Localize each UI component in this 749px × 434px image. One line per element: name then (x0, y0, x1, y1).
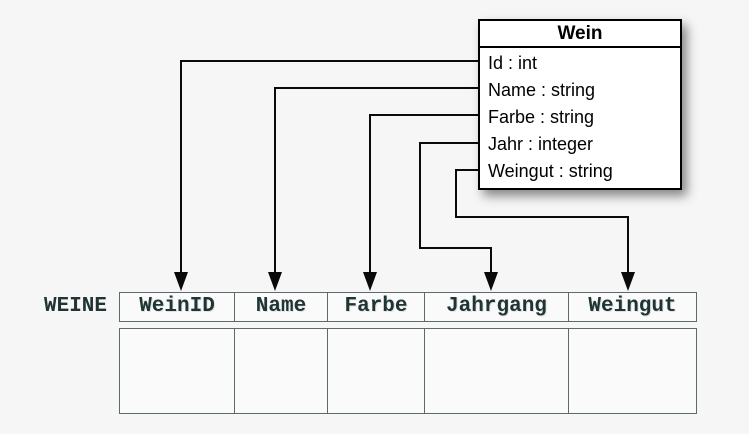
class-attribute-name: Name : string (488, 80, 596, 100)
column-header-weinid: WeinID (139, 295, 215, 318)
class-attribute-id: Id : int (488, 53, 538, 73)
column-header-jahrgang: Jahrgang (424, 293, 568, 321)
table-header-row: WeinID Name Farbe Jahrgang Weingut (119, 292, 697, 322)
class-title: Wein (480, 21, 680, 48)
table-body-row (119, 328, 697, 414)
table-cell-empty (120, 329, 234, 413)
class-attribute-weingut: Weingut : string (488, 161, 613, 181)
column-header-farbe: Farbe (327, 293, 424, 321)
table-cell-empty (327, 329, 424, 413)
connector-name-to-name (268, 87, 500, 291)
table-cell-empty (424, 329, 568, 413)
class-attribute-jahr: Jahr : integer (488, 134, 594, 154)
column-header-name: Name (234, 293, 327, 321)
table-cell-empty (234, 329, 327, 413)
class-attributes: Id : int Name : string Farbe : string Ja… (480, 48, 680, 188)
table-name-label: WEINE (44, 295, 108, 318)
class-box-wein: Wein Id : int Name : string Farbe : stri… (478, 19, 682, 190)
class-attribute-farbe: Farbe : string (488, 107, 595, 127)
table-cell-empty (568, 329, 696, 413)
connector-id-to-weinid (174, 60, 500, 291)
column-header-weingut: Weingut (568, 293, 696, 321)
